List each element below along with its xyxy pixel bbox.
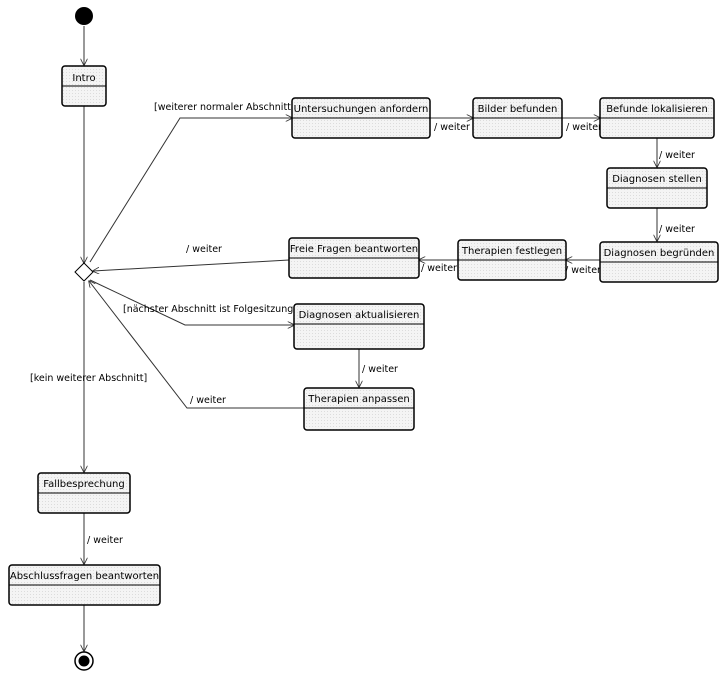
label-weiter-anpassen-decision: / weiter (190, 395, 226, 406)
state-diagnosen-stellen-title: Diagnosen stellen (612, 174, 702, 185)
label-weiter-untersuchungen-bilder: / weiter (434, 122, 470, 133)
state-therapien-anpassen-title: Therapien anpassen (307, 394, 409, 405)
initial-state (75, 7, 93, 25)
guard-naechster-abschnitt-folgesitzung: [nächster Abschnitt ist Folgesitzung] (123, 304, 297, 315)
state-freie-fragen-beantworten: Freie Fragen beantworten (288, 237, 420, 279)
state-bilder-title: Bilder befunden (478, 104, 558, 115)
guard-weiterer-normaler-abschnitt: [weiterer normaler Abschnitt] (154, 102, 295, 113)
state-freie-fragen-title: Freie Fragen beantworten (290, 244, 418, 255)
state-therapien-anpassen: Therapien anpassen (303, 387, 415, 431)
state-befunde-lokalisieren: Befunde lokalisieren (599, 97, 715, 139)
state-abschlussfragen-title: Abschlussfragen beantworten (10, 571, 159, 582)
label-weiter-aktualisieren-anpassen: / weiter (362, 364, 398, 375)
state-abschlussfragen-beantworten: Abschlussfragen beantworten (8, 564, 161, 606)
label-weiter-bilder-befunde: / weiter (566, 122, 602, 133)
transition-labels: [weiterer normaler Abschnitt] / weiter /… (30, 102, 695, 546)
decision-node (74, 262, 94, 282)
flow-anpassen-decision (89, 281, 304, 409)
flow-freie-fragen-decision (93, 259, 290, 271)
state-fallbesprechung: Fallbesprechung (37, 472, 131, 514)
label-weiter-freie-fragen-decision: / weiter (186, 244, 222, 255)
label-weiter-therapien-freie-fragen: / weiter (421, 263, 457, 274)
state-diagnosen-stellen: Diagnosen stellen (606, 167, 708, 209)
state-intro: Intro (61, 65, 107, 107)
state-bilder-befunden: Bilder befunden (472, 97, 563, 139)
label-weiter-stellen-begruenden: / weiter (659, 224, 695, 235)
guard-kein-weiterer-abschnitt: [kein weiterer Abschnitt] (30, 373, 147, 384)
state-diagnosen-begruenden: Diagnosen begründen (599, 241, 719, 283)
flow-decision-diagnosen-aktualisieren (89, 279, 294, 325)
label-weiter-fallbesprechung-abschluss: / weiter (87, 535, 123, 546)
state-fallbesprechung-title: Fallbesprechung (43, 479, 124, 490)
state-untersuchungen-anfordern: Untersuchungen anfordern (291, 97, 431, 139)
state-befunde-title: Befunde lokalisieren (606, 104, 708, 115)
state-intro-title: Intro (72, 73, 95, 84)
state-untersuchungen-title: Untersuchungen anfordern (294, 104, 429, 115)
state-diagnosen-begruenden-title: Diagnosen begründen (604, 248, 715, 259)
state-therapien-festlegen: Therapien festlegen (457, 239, 567, 281)
state-therapien-festlegen-title: Therapien festlegen (461, 246, 562, 257)
label-weiter-begruenden-therapien: / weiter (565, 265, 601, 276)
final-state (74, 651, 94, 671)
state-diagnosen-aktualisieren-title: Diagnosen aktualisieren (299, 310, 420, 321)
label-weiter-befunde-diagnosen: / weiter (659, 150, 695, 161)
transitions (84, 26, 657, 651)
state-diagnosen-aktualisieren: Diagnosen aktualisieren (293, 303, 425, 350)
flow-decision-untersuchungen (89, 118, 292, 263)
